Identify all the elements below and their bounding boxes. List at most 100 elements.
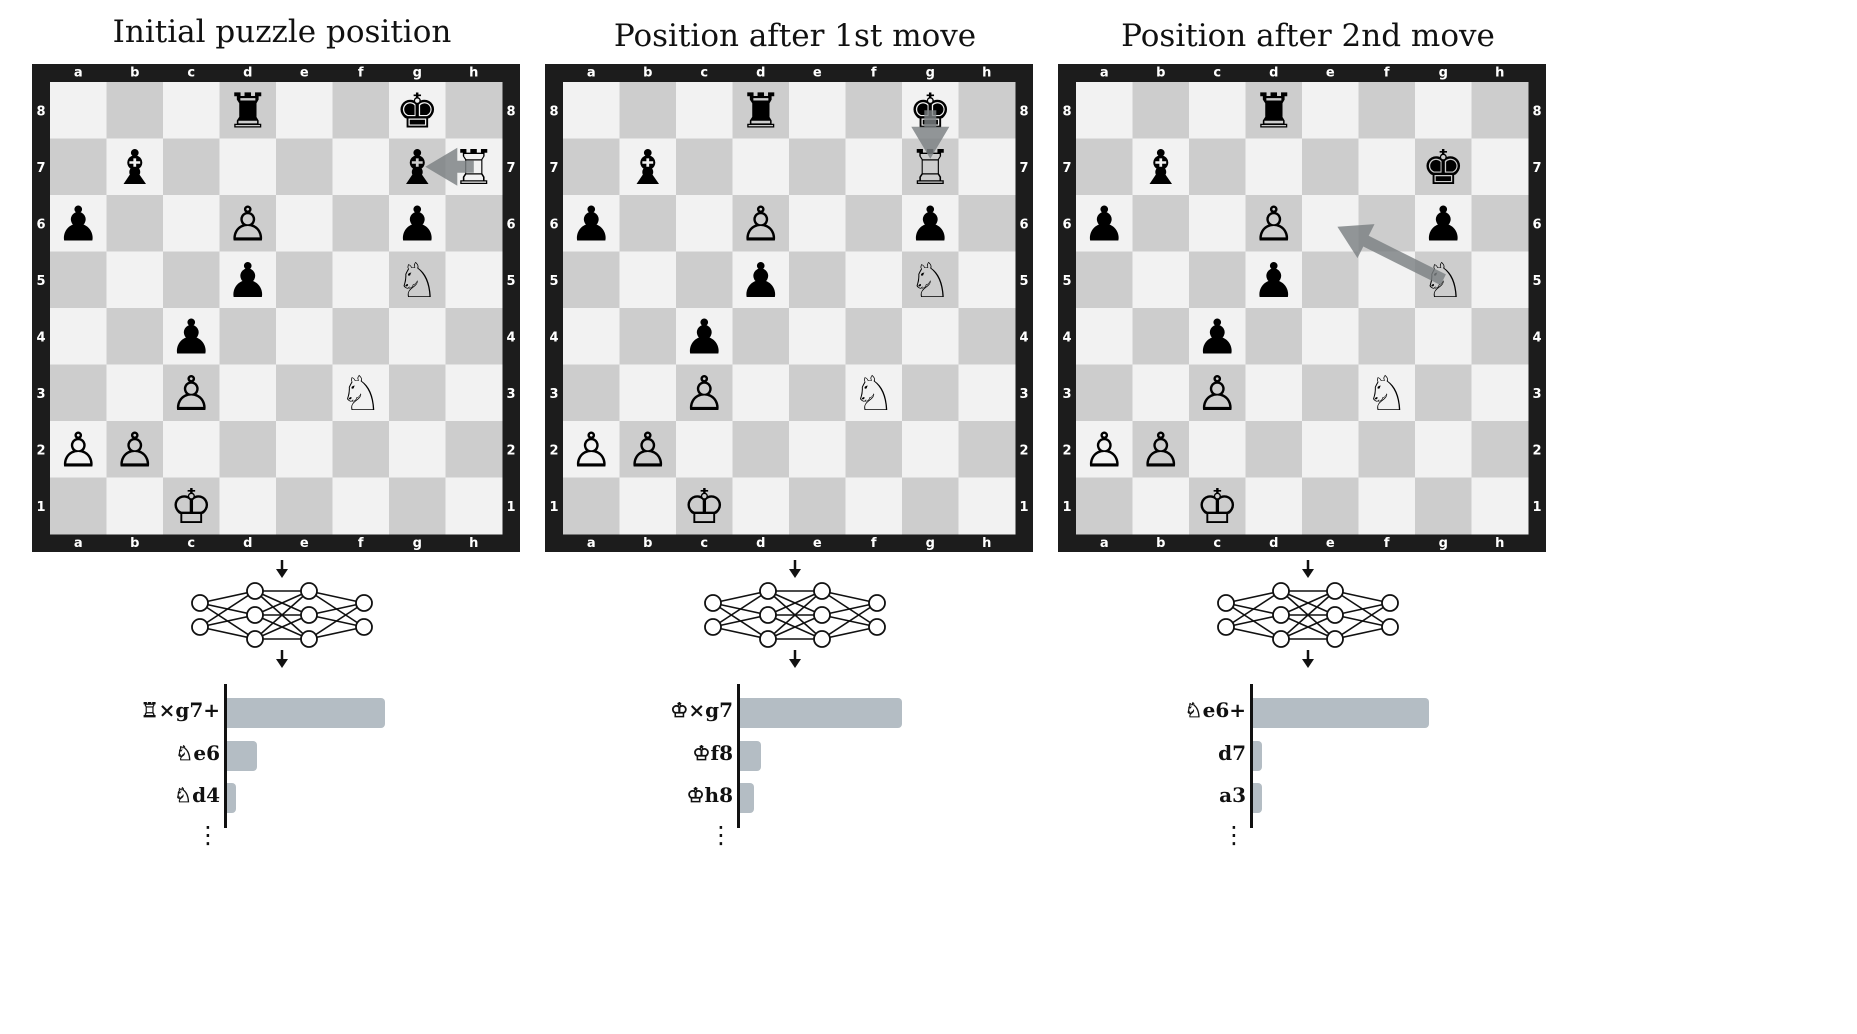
board-square [1415,251,1472,309]
network-node [813,582,831,600]
board-square [732,251,790,309]
board-square [845,308,903,365]
more-moves-ellipsis: ⋮ [709,821,733,849]
network-edge [821,602,878,616]
network-node [300,606,318,624]
board-square [958,251,1016,309]
board-square [1076,251,1133,309]
board-square [563,477,620,535]
file-label: f [1384,66,1390,81]
network-node [813,606,831,624]
board-square [958,477,1016,535]
rank-label: 3 [1532,387,1541,402]
network-node [868,618,886,636]
network-node [1381,594,1399,612]
rank-label: 8 [506,104,515,119]
probability-bar [227,698,386,728]
board-square [106,138,164,196]
chess-piece-white: ♙ [1196,366,1239,422]
board-square [332,195,390,252]
board-square [1132,138,1190,196]
board-square [332,477,390,535]
move-label: d7 [1218,741,1246,765]
rank-label: 8 [1532,104,1541,119]
chess-piece-black: ♟ [57,196,100,252]
neural-network-diagram [704,560,886,668]
file-label: d [1269,66,1278,81]
board-square [958,195,1016,252]
board-square [1471,251,1529,309]
board-square [219,138,277,196]
board-square [1302,251,1359,309]
board-square [163,195,220,252]
probability-bar [740,698,902,728]
board-square [1076,364,1133,422]
board-square [276,421,333,478]
board-square [50,82,107,139]
rank-label: 6 [549,217,558,232]
network-edge [1225,590,1282,604]
probability-bar [1253,698,1429,728]
board-square [332,421,390,478]
network-edge [821,626,878,640]
board-square [332,82,390,139]
board-square [106,421,164,478]
network-edge [1334,590,1391,604]
file-label: b [1156,536,1165,551]
board-square [219,195,277,252]
network-node [246,606,264,624]
file-label: d [1269,536,1278,551]
board-square [563,251,620,309]
board-square [619,82,677,139]
board-square [106,82,164,139]
board-square [1245,364,1303,422]
chess-piece-white: ♘ [396,253,439,309]
board-square [1358,421,1416,478]
move-label: ♘e6 [175,741,220,765]
move-label: ♖×g7+ [140,698,220,722]
board-square [789,421,846,478]
rank-label: 4 [1019,330,1028,345]
file-label: d [756,536,765,551]
board-square [1471,477,1529,535]
board-square [958,82,1016,139]
chess-piece-white: ♙ [113,422,156,478]
board-square [676,195,733,252]
panel-title: Position after 1st move [613,18,977,54]
board-square [958,138,1016,196]
board-square [563,308,620,365]
board-square [50,421,107,478]
board-square [445,195,503,252]
move-probability-bars: ♘e6+ d7 a3 ⋮ [1058,682,1558,882]
rank-label: 5 [1532,274,1541,289]
board-square [332,364,390,422]
file-label: f [358,536,364,551]
board-square [1132,251,1190,309]
board-square [845,195,903,252]
flow-arrow-head [789,569,801,578]
file-label: b [643,536,652,551]
network-edge [1334,602,1391,640]
network-edge [767,614,823,640]
probability-bar [227,783,236,813]
network-edge [199,614,256,628]
rank-label: 3 [1062,387,1071,402]
chess-piece-white: ♙ [1139,422,1182,478]
board-square [902,251,959,309]
board-square [789,138,846,196]
chess-piece-white: ♙ [683,366,726,422]
board-square [1471,421,1529,478]
move-arrow [1337,224,1446,286]
board-square [1471,195,1529,252]
probability-bar [1253,741,1262,771]
board-square [732,308,790,365]
network-node [1217,594,1235,612]
move-probability-bars: ♔×g7 ♔f8 ♔h8 ⋮ [545,682,1045,882]
board-square [845,364,903,422]
board-square [106,364,164,422]
rank-label: 2 [1532,443,1541,458]
rank-label: 3 [549,387,558,402]
board-square [619,138,677,196]
panel-title: Position after 2nd move [1121,18,1495,54]
